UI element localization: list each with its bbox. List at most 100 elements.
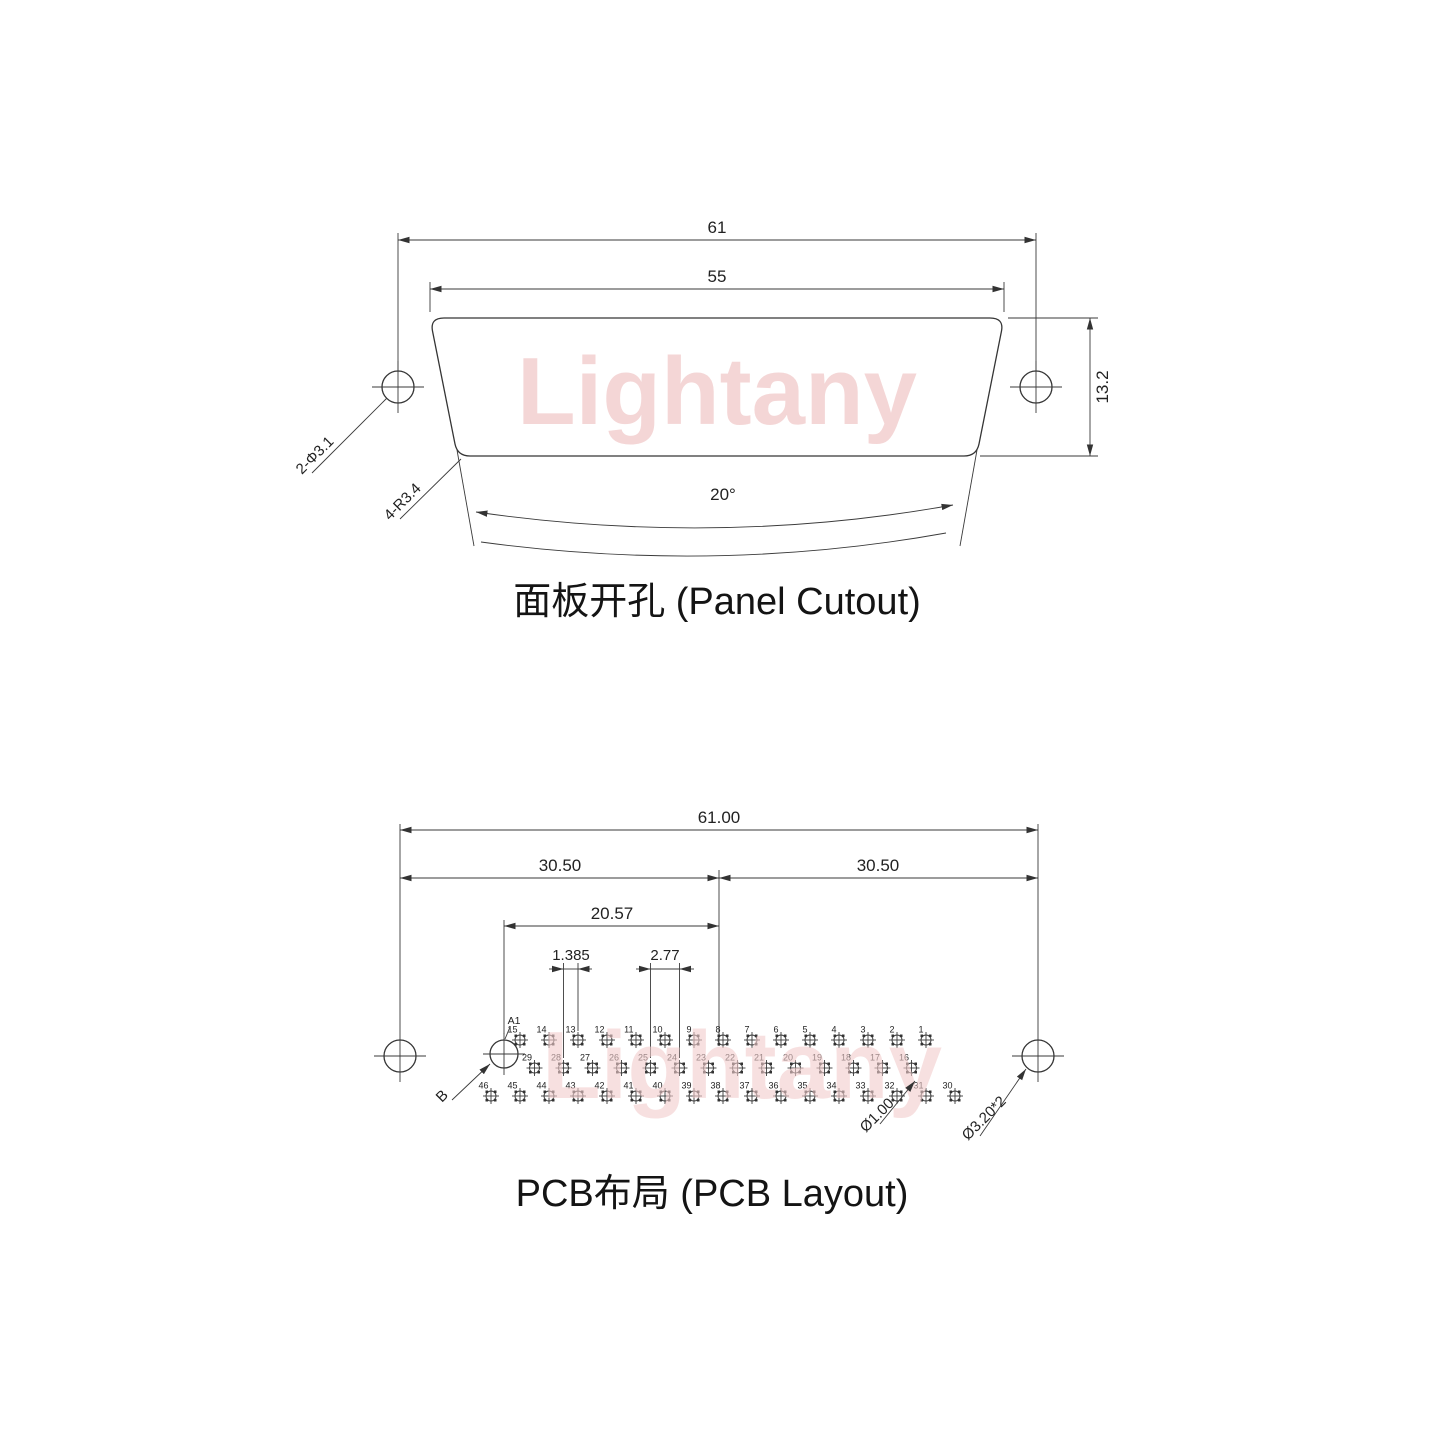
pin-number: 6 [773,1025,778,1035]
pcb-pin: 39 [681,1081,702,1104]
pin-pad-corners [848,1062,859,1074]
panel-cutout-shape [431,317,1003,457]
pin-pad-corners [891,1090,903,1102]
pin-number: 35 [797,1081,807,1091]
pin-number: 9 [686,1025,691,1035]
pin-pad-corners [529,1062,540,1074]
pin-hole-circle [761,1062,772,1074]
pin-number: 1 [918,1025,923,1035]
pin-pad-corners [645,1062,656,1074]
dim-row-stagger-value: 1.385 [552,947,590,964]
pin-pad-corners [616,1062,627,1074]
angle-value: 20° [710,485,736,504]
pcb-pin: 9 [686,1025,702,1048]
pin-hole-circle [587,1062,598,1074]
pcb-pin: 23 [696,1053,717,1076]
pin-number: 16 [899,1053,909,1063]
panel-mount-hole-right [1010,361,1062,413]
pcb-pin: 30 [942,1081,963,1104]
pin-number: 19 [812,1053,822,1063]
pin-hole-circle [601,1034,613,1046]
pcb-pin: 4 [831,1025,847,1048]
pin-pad-corners [630,1034,642,1046]
pin-hole-circle [659,1090,671,1102]
dim-pin-pitch: 2.77 [636,947,694,1058]
pin-number: 28 [551,1053,561,1063]
pin-pad-corners [514,1090,526,1102]
pin-hole-circle [775,1034,787,1046]
pcb-pin: 3 [860,1025,876,1048]
dim-cutout-height: 13.2 [980,317,1112,457]
pin-hole-circle [891,1090,903,1102]
pin-hole-circle [717,1090,729,1102]
pin-hole-circle [833,1090,845,1102]
pin-hole-circle [601,1090,613,1102]
pcb-pin: 16 [899,1053,920,1076]
pin-number: 15 [507,1025,517,1035]
pin-pad-corners [587,1062,598,1074]
pin-hole-circle [877,1062,888,1074]
pin-hole-circle [848,1062,859,1074]
pin-pad-corners [572,1034,584,1046]
pin-hole-circle [558,1062,569,1074]
pin-pad-corners [543,1090,555,1102]
pcb-mount-hole-left [374,1030,426,1082]
pin-number: 20 [783,1053,793,1063]
pin-number: 31 [913,1081,923,1091]
pin-hole-circle [891,1034,903,1046]
angle-extension-right [959,449,978,547]
pcb-pin: 38 [710,1081,731,1104]
pin-number: 5 [802,1025,807,1035]
pin-pad-corners [514,1034,526,1046]
pin-number: 29 [522,1053,532,1063]
pin-hole-circle [746,1034,758,1046]
pcb-pin: 15 [507,1025,528,1048]
watermark-bottom: Lightany [542,1012,942,1119]
pcb-pin: 44 [536,1081,557,1104]
pcb-pin: 21 [754,1053,775,1076]
pin-hole-circle [746,1090,758,1102]
pin-pad-corners [906,1062,917,1074]
pcb-pin: 2 [889,1025,905,1048]
pin-number: 30 [942,1081,952,1091]
pin-pad-corners [746,1090,758,1102]
pcb-pin: 37 [739,1081,760,1104]
pcb-pin: 45 [507,1081,528,1104]
leader-line [399,458,462,520]
a1-callout: A1 [504,1015,521,1040]
pin-hole-circle [543,1034,555,1046]
pcb-layout-title: PCB布局 (PCB Layout) [516,1173,909,1215]
pin-pad-corners [485,1090,497,1102]
pcb-pin: 12 [594,1025,615,1048]
leader-line [504,1026,511,1040]
mount-hole-dia-callout-text: Ø3.20*2 [959,1093,1010,1144]
pin-pad-corners [717,1034,729,1046]
pin-number: 45 [507,1081,517,1091]
pin-pad-corners [688,1090,700,1102]
pcb-pin: 8 [715,1025,731,1048]
pin-pad-corners [920,1034,932,1046]
dim-cutout-width: 55 [429,267,1005,312]
pin-number: 17 [870,1053,880,1063]
pcb-pin: 26 [609,1053,630,1076]
pin-number: 44 [536,1081,546,1091]
pin-hole-circle [688,1090,700,1102]
pin-hole-circle [862,1090,874,1102]
pin-number: 8 [715,1025,720,1035]
pcb-pin: 1 [918,1025,934,1048]
pin-hole-circle [920,1034,932,1046]
pin-number: 18 [841,1053,851,1063]
corner-radius-callout: 4-R3.4 [381,458,462,524]
dim-pin-pitch-value: 2.77 [650,947,679,964]
a1-callout-text: A1 [508,1015,521,1027]
pin-hole-circle [862,1034,874,1046]
pcb-pin: 33 [855,1081,876,1104]
dim-a1-to-center-value: 20.57 [591,904,634,923]
pin-pad-corners [688,1034,700,1046]
pin-hole-circle [688,1034,700,1046]
pin-pad-corners [659,1090,671,1102]
pcb-pin: 34 [826,1081,847,1104]
pin-number: 39 [681,1081,691,1091]
angle-extension-left [456,449,475,547]
dim-row-stagger: 1.385 [549,947,592,1058]
